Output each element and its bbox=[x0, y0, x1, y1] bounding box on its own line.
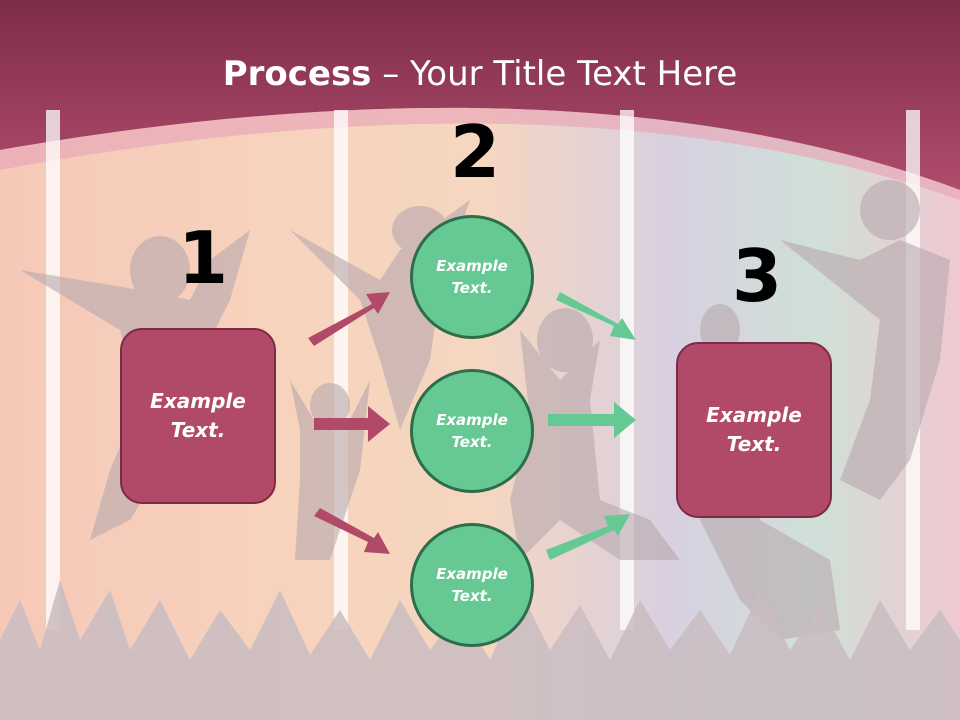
example-box-left-text: Example Text. bbox=[150, 389, 246, 442]
example-circle-middle[interactable]: Example Text. bbox=[410, 369, 534, 493]
step-number-2: 2 bbox=[450, 110, 501, 194]
page-title: Process – Your Title Text Here bbox=[0, 54, 960, 94]
example-box-left[interactable]: Example Text. bbox=[120, 328, 276, 504]
step-number-1: 1 bbox=[178, 216, 229, 300]
example-circle-bottom[interactable]: Example Text. bbox=[410, 523, 534, 647]
example-circle-top-text: Example Text. bbox=[436, 256, 508, 298]
title-bold: Process bbox=[222, 54, 372, 94]
light-pillar bbox=[46, 110, 60, 630]
example-circle-middle-text: Example Text. bbox=[436, 410, 508, 452]
header-band bbox=[0, 0, 960, 200]
example-circle-bottom-text: Example Text. bbox=[436, 564, 508, 606]
example-box-right-text: Example Text. bbox=[706, 403, 802, 456]
example-box-right[interactable]: Example Text. bbox=[676, 342, 832, 518]
example-circle-top[interactable]: Example Text. bbox=[410, 215, 534, 339]
arrow-right-mid bbox=[548, 402, 636, 438]
arrow-right-up bbox=[556, 292, 636, 340]
step-number-3: 3 bbox=[732, 234, 783, 318]
light-pillar bbox=[620, 110, 634, 630]
title-rest: – Your Title Text Here bbox=[371, 54, 738, 94]
arrow-right-down bbox=[546, 514, 630, 560]
arrow-left-down bbox=[314, 508, 390, 554]
arrow-left-up bbox=[308, 292, 390, 346]
arrow-left-mid bbox=[314, 406, 390, 442]
